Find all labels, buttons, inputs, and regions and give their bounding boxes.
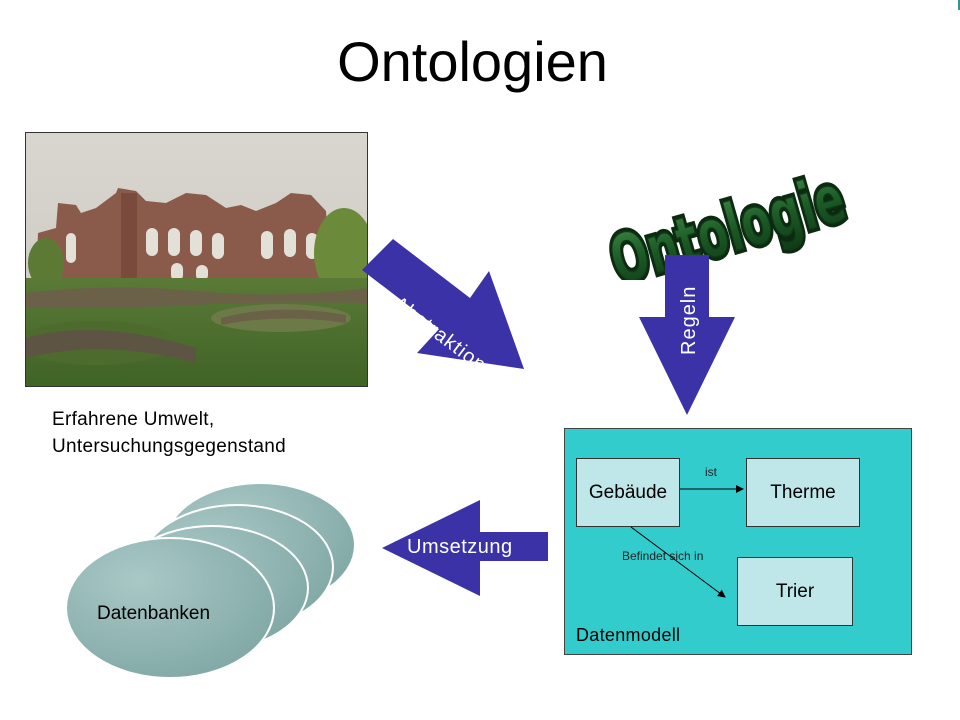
entity-trier: Trier — [737, 557, 853, 626]
relation-ist-label: ist — [705, 465, 717, 479]
corner-mark — [958, 0, 960, 10]
regeln-arrow — [637, 255, 737, 417]
entity-gebaeude: Gebäude — [576, 458, 680, 527]
ontologie-wordart: Ontologie Ontologie — [590, 140, 860, 303]
caption-line-2: Untersuchungsgegenstand — [52, 436, 287, 457]
entity-therme: Therme — [746, 458, 860, 527]
umsetzung-label: Umsetzung — [407, 536, 513, 558]
ruins-photo — [25, 132, 368, 387]
db-disc-1 — [65, 537, 275, 679]
umsetzung-arrow — [380, 500, 550, 600]
databases-label: Datenbanken — [97, 603, 211, 624]
regeln-label: Regeln — [678, 285, 700, 355]
abstraktion-arrow — [360, 235, 540, 375]
datenmodell-label: Datenmodell — [576, 625, 681, 645]
relation-lines — [630, 485, 744, 598]
datenmodell-box: Gebäude Therme Trier ist Befindet sich i… — [564, 428, 912, 655]
caption-line-1: Erfahrene Umwelt, — [52, 409, 215, 430]
photo-caption: Erfahrene Umwelt, Untersuchungsgegenstan… — [52, 406, 286, 460]
relation-befindet-label: Befindet sich in — [622, 549, 704, 563]
slide-title: Ontologien — [337, 30, 608, 93]
befindet-relation-arrow — [630, 526, 726, 598]
databases-stack — [50, 480, 370, 690]
